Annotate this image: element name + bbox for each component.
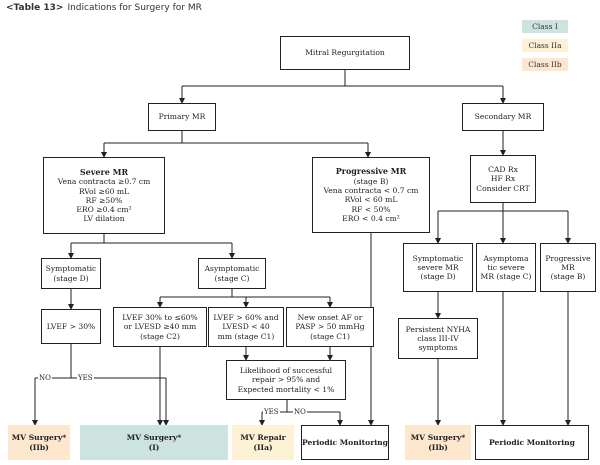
node-line: (stage B)	[550, 272, 586, 282]
node-line: Symptomatic	[45, 264, 97, 274]
node-lvef-30: LVEF > 30%	[41, 309, 101, 344]
outcome-line: (I)	[148, 442, 160, 452]
outcome-line: MV Surgery*	[410, 432, 466, 442]
node-title: Progressive MR	[335, 166, 407, 176]
legend-class-iia: Class IIa	[522, 39, 568, 52]
node-line: severe MR	[417, 262, 459, 272]
node-label: LVEF > 30%	[46, 321, 96, 331]
node-line: (stage B)	[353, 176, 389, 186]
node-line: (stage C2)	[140, 331, 180, 341]
node-cad-rx: CAD Rx HF Rx Consider CRT	[470, 155, 536, 203]
outcome-line: Periodic Monitoring	[302, 437, 388, 447]
node-line: PASP > 50 mmHg	[295, 322, 365, 332]
node-stage-c1-lvef: LVEF > 60% and LVESD < 40 mm (stage C1)	[208, 307, 284, 347]
table-tag: <Table 13>	[6, 3, 64, 13]
node-line: New onset AF or	[297, 313, 363, 323]
node-line: RF ≥50%	[85, 195, 123, 205]
node-line: MR (stage C)	[480, 272, 532, 282]
node-progressive-stage-b: Progressive MR (stage B)	[540, 243, 596, 292]
node-line: mm (stage C1)	[217, 331, 275, 341]
node-asymptomatic-severe: Asymptoma tic severe MR (stage C)	[476, 243, 536, 292]
outcome-line: (IIa)	[253, 442, 273, 452]
node-line: tic severe	[487, 262, 525, 272]
node-asymptomatic: Asymptomatic (stage C)	[198, 258, 266, 289]
node-line: Progressive	[545, 253, 591, 263]
node-line: RVol ≥60 mL	[78, 186, 130, 196]
node-line: symptoms	[418, 343, 458, 353]
node-line: repair > 95% and	[251, 375, 321, 385]
outcome-mv-surgery-iib-left: MV Surgery* (IIb)	[8, 425, 70, 460]
legend-class-iib: Class IIb	[522, 58, 568, 71]
node-symptomatic: Symptomatic (stage D)	[41, 258, 101, 289]
legend-class-i: Class I	[522, 20, 568, 33]
node-line: ERO ≥0.4 cm²	[76, 205, 132, 214]
node-line: (stage D)	[53, 273, 89, 283]
node-line: Consider CRT	[476, 183, 530, 193]
edge-label-no: NO	[38, 374, 52, 382]
node-label: Mitral Regurgitation	[305, 48, 385, 58]
node-line: class III-IV	[417, 333, 459, 343]
node-title: Severe MR	[79, 166, 129, 177]
node-symptomatic-severe: Symptomatic severe MR (stage D)	[403, 243, 473, 292]
outcome-mv-surgery-iib-right: MV Surgery* (IIb)	[405, 425, 471, 460]
node-line: LVEF 30% to ≤60%	[122, 313, 198, 323]
node-persistent-nyha: Persistent NYHA class III-IV symptoms	[398, 318, 478, 359]
node-line: LVESD < 40	[222, 322, 270, 332]
node-line: LVEF > 60% and	[213, 313, 279, 323]
node-line: LV dilation	[83, 214, 125, 224]
outcome-line: (IIb)	[29, 442, 49, 452]
node-label: Primary MR	[158, 112, 206, 122]
node-line: RF < 50%	[351, 204, 391, 214]
outcome-line: MV Repair	[240, 432, 286, 442]
node-stage-c2: LVEF 30% to ≤60% or LVESD ≥40 mm (stage …	[113, 307, 207, 347]
table-caption: Indications for Surgery for MR	[67, 3, 202, 13]
node-progressive-mr: Progressive MR (stage B) Vena contracta …	[312, 157, 430, 233]
outcome-periodic-monitoring-right: Periodic Monitoring	[475, 425, 589, 460]
node-stage-c1-af: New onset AF or PASP > 50 mmHg (stage C1…	[286, 307, 374, 347]
node-line: Asymptomatic	[204, 264, 260, 274]
node-line: ERO < 0.4 cm²	[342, 213, 400, 223]
node-line: Vena contracta < 0.7 cm	[323, 186, 419, 195]
node-line: RVol < 60 mL	[344, 195, 398, 205]
node-severe-mr: Severe MR Vena contracta ≥0.7 cm RVol ≥6…	[43, 157, 165, 234]
node-line: Likelihood of successful	[239, 366, 333, 376]
node-line: Vena contracta ≥0.7 cm	[57, 177, 151, 187]
edge-label-yes: YES	[77, 374, 94, 382]
outcome-line: MV Surgery*	[126, 432, 182, 442]
node-line: CAD Rx	[488, 165, 518, 175]
node-likelihood: Likelihood of successful repair > 95% an…	[226, 360, 346, 400]
node-secondary-mr: Secondary MR	[462, 103, 544, 131]
node-line: (stage D)	[420, 272, 456, 282]
edge-label-no: NO	[293, 408, 307, 416]
outcome-periodic-monitoring-mid: Periodic Monitoring	[301, 425, 389, 460]
node-line: or LVESD ≥40 mm	[123, 322, 197, 332]
outcome-line: Periodic Monitoring	[489, 437, 575, 447]
node-line: Persistent NYHA	[405, 324, 471, 334]
node-line: (stage C)	[214, 273, 250, 283]
node-line: Symptomatic	[412, 253, 464, 263]
outcome-mv-surgery-i: MV Surgery* (I)	[80, 425, 228, 460]
node-label: Secondary MR	[474, 112, 532, 122]
node-line: MR	[561, 262, 575, 272]
outcome-line: MV Surgery*	[11, 432, 67, 442]
outcome-mv-repair-iia: MV Repair (IIa)	[232, 425, 294, 460]
node-line: (stage C1)	[310, 331, 350, 341]
node-line: HF Rx	[490, 174, 516, 184]
table-title: <Table 13>Indications for Surgery for MR	[6, 3, 202, 13]
node-mitral-regurgitation: Mitral Regurgitation	[280, 36, 410, 70]
outcome-line: (IIb)	[428, 442, 448, 452]
node-primary-mr: Primary MR	[148, 103, 216, 131]
edge-label-yes: YES	[263, 408, 280, 416]
node-line: Expected mortality < 1%	[237, 384, 335, 394]
node-line: Asymptoma	[483, 253, 529, 263]
